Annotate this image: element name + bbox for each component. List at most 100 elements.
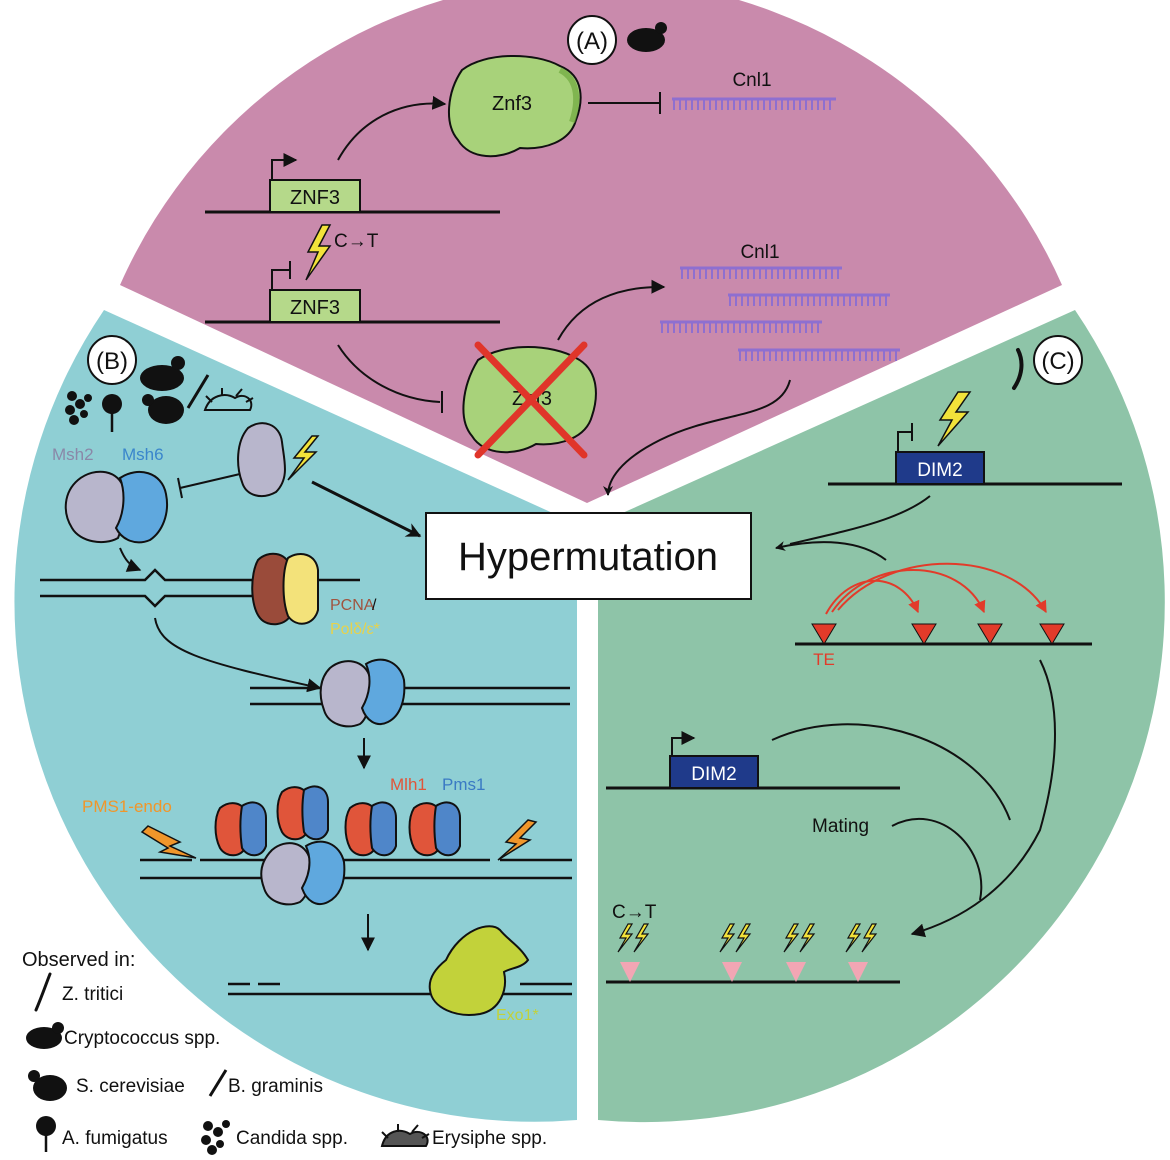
candida-icon: [201, 1120, 230, 1155]
hypermutation-title: Hypermutation: [458, 535, 718, 579]
mating-label: Mating: [812, 816, 869, 837]
nick-bolt-icon: [497, 819, 538, 861]
legend-candida: Candida spp.: [236, 1128, 348, 1149]
cross-icon: [474, 341, 588, 459]
pcna-label: PCNA: [330, 597, 375, 614]
znf3-gene-box: [269, 179, 361, 213]
msh2-msh6-clamp: [319, 658, 406, 728]
te-to-mutation-arrow: [910, 659, 1056, 938]
nick-bolt-icon: [140, 825, 197, 859]
legend-s-cerevisiae: S. cerevisiae: [76, 1076, 185, 1097]
blocked-expression-line: [337, 344, 441, 403]
panel-a-label-circle: [567, 15, 617, 65]
a-fumigatus-icon: [36, 1116, 56, 1152]
msh6-label: Msh6: [122, 445, 164, 464]
cnl1-transcript: [660, 320, 822, 333]
cnl1-to-hypermutation-arrow: [603, 379, 791, 496]
lightning-bolt-icon: [937, 391, 972, 447]
erysiphe-icon: [203, 388, 254, 411]
dim2-gene-box: [895, 451, 985, 485]
cryptococcus-icon: [26, 1022, 64, 1049]
exo1-protein-shape: [428, 925, 530, 1016]
z-tritici-icon: [1012, 348, 1024, 390]
clamp-loading-arrow: [154, 617, 322, 693]
s-cerevisiae-icon: [28, 1070, 67, 1101]
dna-strand-top: [40, 568, 360, 582]
cnl1-transcript: [680, 266, 842, 279]
mlh1-pms1-dimer: [408, 801, 461, 857]
b-graminis-icon: [208, 1069, 228, 1097]
dim2-loss-line: [789, 495, 931, 545]
c-to-t-mutation-label: C→T: [612, 902, 657, 923]
legend-cryptococcus: Cryptococcus spp.: [64, 1028, 220, 1049]
cnl1-transcript: [738, 348, 900, 361]
mlh1-pms1-dimer: [214, 801, 267, 857]
erysiphe-icon: [380, 1124, 430, 1147]
mlh1-pms1-dimer: [276, 785, 329, 841]
panel-b-label: (B): [96, 348, 128, 375]
panel-c: (C) DIM2 TE DIM2: [606, 335, 1122, 984]
promoter-arrow-icon: [671, 731, 696, 758]
pms1-endo-label: PMS1-endo: [82, 797, 172, 816]
panel-a-background: [120, 0, 1062, 503]
panel-a-label: (A): [576, 28, 608, 55]
panel-b: (B) Msh2 Msh6: [40, 335, 572, 1024]
legend-erysiphe: Erysiphe spp.: [432, 1128, 547, 1149]
pcna-pol-complex: [251, 552, 319, 626]
msh2-msh6-clamp: [260, 840, 346, 906]
legend-z-tritici: Z. tritici: [62, 984, 123, 1005]
dim2-gene-label: DIM2: [917, 460, 962, 481]
c-to-t-mutation-label: C→T: [334, 231, 379, 252]
mlh1-pms1-dimer: [344, 801, 397, 857]
legend-a-fumigatus: A. fumigatus: [62, 1128, 168, 1149]
znf3-protein-shape: [447, 54, 582, 158]
b-graminis-icon: [186, 374, 210, 409]
panel-c-label-circle: [1033, 335, 1083, 385]
znf3-gene-label: ZNF3: [290, 187, 340, 209]
znf3-protein-label: Znf3: [492, 93, 532, 115]
repressed-promoter-icon: [271, 269, 290, 290]
mlh1-label: Mlh1: [390, 775, 427, 794]
expression-arrow: [337, 95, 447, 161]
hypermutation-box: [425, 512, 752, 600]
cryptococcus-icon: [627, 22, 667, 52]
znf3-mutant-gene-label: ZNF3: [290, 297, 340, 319]
panel-a: (A) ZNF3 Znf3 Cnl1 C→T ZNF3: [205, 15, 900, 496]
legend: Observed in: Z. tritici Cryptococcus spp…: [22, 949, 547, 1155]
mating-line: [891, 818, 983, 901]
dim2-active-gene-label: DIM2: [691, 764, 736, 785]
candida-icon: [65, 391, 92, 425]
mmr-loss-to-hypermutation-arrow: [311, 480, 422, 538]
lightning-bolt-icon: [287, 435, 320, 481]
legend-title: Observed in:: [22, 949, 135, 971]
panel-b-label-circle: [87, 335, 137, 385]
mutation-bolt-cluster: [783, 923, 816, 982]
cryptococcus-icon: [140, 356, 185, 391]
msh2-label: Msh2: [52, 445, 94, 464]
mutation-bolt-cluster: [617, 923, 650, 982]
panel-c-label: (C): [1041, 348, 1074, 375]
a-fumigatus-icon: [102, 394, 122, 432]
dim2-expression-line: [771, 723, 1011, 821]
pms1-label: Pms1: [442, 775, 485, 794]
cnl1-transcript: [728, 293, 890, 306]
slash-label: /: [372, 597, 377, 614]
mutant-msh2-shape: [237, 422, 286, 498]
pol-delta-epsilon-label: Polδ/ε*: [330, 621, 380, 638]
exo1-label: Exo1*: [496, 1007, 539, 1024]
z-tritici-icon: [34, 972, 52, 1012]
cnl1-transcript-top: [672, 97, 836, 110]
cnl1-top-label: Cnl1: [732, 70, 771, 91]
s-cerevisiae-icon: [142, 394, 184, 424]
znf3-mutant-gene-box: [269, 289, 361, 323]
mutation-bolt-cluster: [845, 923, 878, 982]
derepression-arrow: [557, 279, 666, 341]
te-insertion-icon: [811, 623, 1065, 645]
te-label: TE: [813, 650, 835, 669]
lightning-bolt-icon: [305, 224, 332, 281]
cnl1-bottom-label: Cnl1: [740, 242, 779, 263]
transposition-arrows: [825, 562, 1047, 615]
dim2-active-gene-box: [669, 755, 759, 789]
inhibition-line: [179, 473, 241, 489]
